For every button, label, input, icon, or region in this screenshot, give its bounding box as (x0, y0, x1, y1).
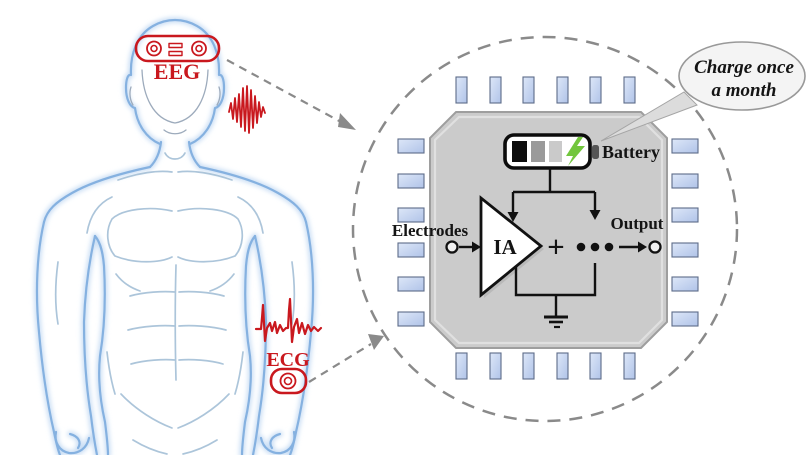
ecg-waveform-icon (254, 297, 323, 344)
body-muscle-lines (54, 152, 296, 455)
chip-pin (489, 352, 502, 380)
chip-pin (623, 352, 636, 380)
eeg-to-chip-arrow (226, 59, 342, 123)
chip-pin (397, 276, 425, 292)
chip-pin (671, 138, 699, 154)
human-figure: EEG ECG (37, 20, 323, 455)
amplifier-triangle-icon (479, 195, 544, 298)
callout-tail (600, 91, 698, 142)
down-arrowhead-icon (507, 212, 519, 222)
battery-bar-mid (531, 141, 545, 162)
input-arrow (459, 241, 481, 253)
chip-pin (489, 76, 502, 104)
chip-pin (589, 76, 602, 104)
arrowhead-icon (338, 113, 356, 130)
eeg-headband-icon (134, 34, 221, 63)
chip-pin (671, 276, 699, 292)
eeg-label: EEG (154, 59, 200, 84)
battery-icon (503, 133, 599, 170)
chip-pin (671, 173, 699, 189)
chip-pin (556, 352, 569, 380)
chip-pin (397, 311, 425, 327)
zoom-connectors (226, 59, 384, 383)
chip-pin (455, 76, 468, 104)
chip-pin (397, 242, 425, 258)
eeg-waveform-icon (228, 85, 266, 134)
battery-terminal (592, 145, 599, 159)
down-arrowhead-icon (589, 210, 601, 220)
ecg-label: ECG (266, 349, 310, 371)
ia-label: IA (493, 235, 517, 259)
signal-dots (576, 242, 614, 252)
battery-bar-low (549, 141, 562, 162)
chip-pin (671, 242, 699, 258)
summing-plus: + (547, 229, 565, 264)
power-rail (507, 168, 601, 222)
chip-boundary-circle (351, 35, 739, 423)
chip-pin (522, 352, 535, 380)
chip-detail-view: Battery Electrodes IA + (351, 35, 806, 423)
output-label: Output (611, 214, 664, 233)
chip-pin (671, 311, 699, 327)
face-detail-lines (129, 69, 221, 135)
chip-pin (397, 138, 425, 154)
chip-pins (397, 76, 699, 380)
speech-bubble (678, 41, 806, 111)
chip-pin (556, 76, 569, 104)
output-terminal (648, 240, 662, 254)
chip-pin (522, 76, 535, 104)
ecg-to-chip-arrow (308, 343, 372, 383)
chip-pin (397, 173, 425, 189)
electrodes-label: Electrodes (392, 221, 469, 240)
chip-pin (671, 207, 699, 223)
input-terminal (445, 240, 459, 254)
chip-pin (397, 207, 425, 223)
battery-bar-full (512, 141, 527, 162)
battery-label: Battery (602, 142, 660, 162)
chip-pin (623, 76, 636, 104)
lightning-bolt-icon (566, 137, 585, 166)
callout-line1: Charge once (694, 57, 794, 78)
callout-line2: a month (712, 80, 777, 101)
arrowhead-icon (368, 334, 384, 350)
output-arrow (619, 241, 647, 253)
chip-pin (589, 352, 602, 380)
ground-icon (544, 295, 568, 329)
chip-pin (455, 352, 468, 380)
ecg-sensor-icon (269, 367, 308, 395)
